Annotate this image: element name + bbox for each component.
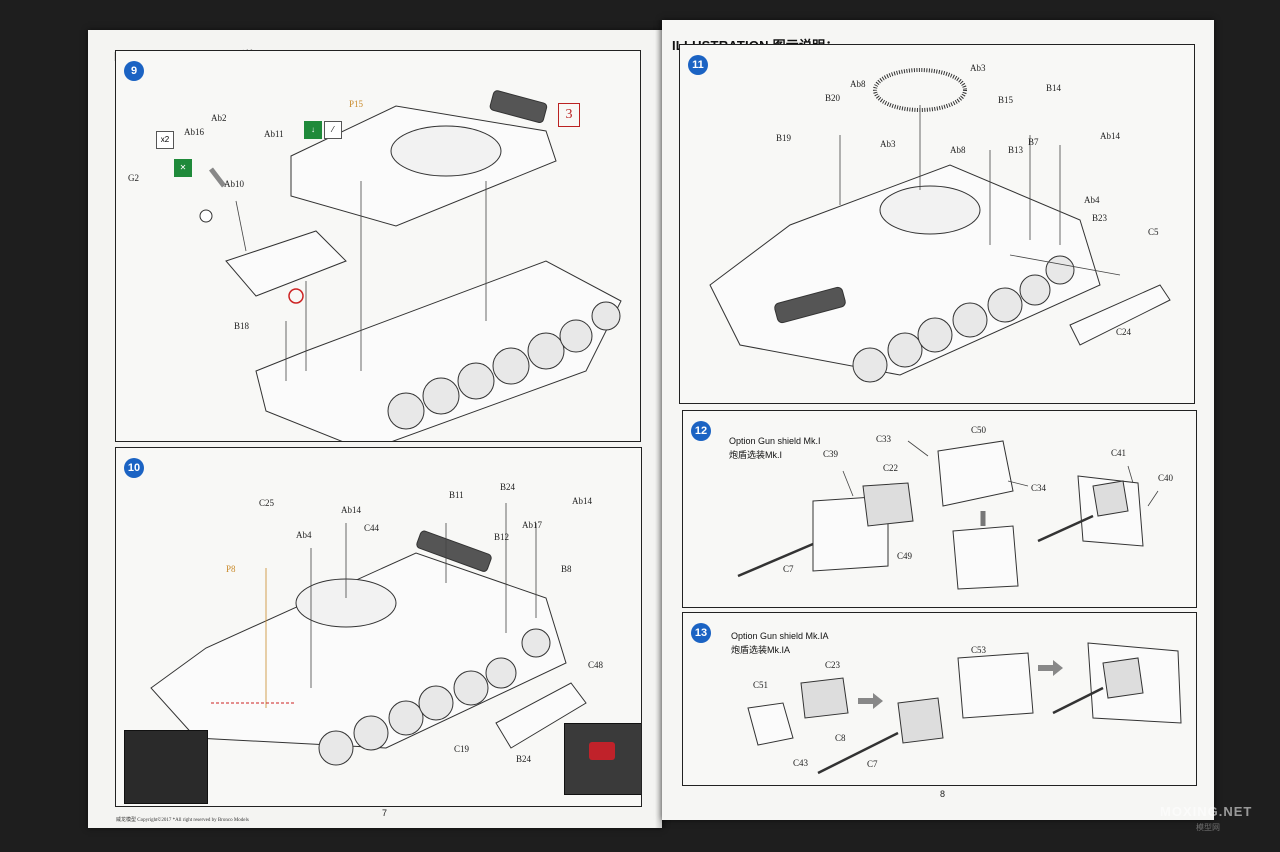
part-label: C7	[783, 564, 794, 574]
detail-photo-1	[124, 730, 208, 804]
part-label: B12	[494, 532, 510, 542]
part-label: B20	[825, 93, 841, 103]
step-13-panel: 13 Option Gun shield Mk.IA 炮盾选装Mk.IA C53…	[682, 612, 1197, 786]
option-title-cn: 炮盾选装Mk.I	[729, 450, 782, 460]
part-label: Ab3	[970, 63, 986, 73]
right-page: ILLUSTRATION 图示说明： 11	[662, 20, 1214, 820]
part-label: C25	[259, 498, 275, 508]
part-label: C39	[823, 449, 839, 459]
footer-copyright: 威龙模型 Copyright©2017 *All right reserved …	[116, 818, 249, 823]
part-label-photoetch: P8	[226, 564, 236, 574]
step-number: 11	[688, 55, 708, 75]
part-label: Ab8	[950, 145, 966, 155]
part-label: Ab17	[522, 520, 542, 530]
step-12-panel: 12 Option Gun shield Mk.I 炮盾选装Mk.I	[682, 410, 1197, 608]
part-label: C7	[867, 759, 878, 769]
part-label: Ab14	[1100, 131, 1120, 141]
part-label: C40	[1158, 473, 1174, 483]
step-13-drawing	[747, 642, 1182, 775]
part-label: Ab10	[224, 179, 244, 189]
part-label: B11	[449, 490, 464, 500]
step-number: 12	[691, 421, 711, 441]
step-number: 9	[124, 61, 144, 81]
part-label: B19	[776, 133, 792, 143]
part-label: B14	[1046, 83, 1062, 93]
step-12-drawing	[737, 440, 1159, 590]
part-label: B8	[561, 564, 572, 574]
part-label: C51	[753, 680, 769, 690]
step-badge: 3	[558, 103, 580, 127]
part-label: B7	[1028, 137, 1039, 147]
step-11-drawing	[709, 68, 1171, 383]
watermark-sub: 模型网	[1196, 823, 1220, 832]
part-label: Ab11	[264, 129, 284, 139]
part-label: C23	[825, 660, 841, 670]
part-label-photoetch: P15	[349, 99, 364, 109]
part-label: C34	[1031, 483, 1047, 493]
watermark: MOXING.NET	[1160, 804, 1253, 819]
part-label: C33	[876, 434, 892, 444]
option-title-en: Option Gun shield Mk.I	[729, 436, 821, 446]
part-label: G2	[128, 173, 139, 183]
step-number: 10	[124, 458, 144, 478]
part-label: C19	[454, 744, 470, 754]
part-label: C22	[883, 463, 899, 473]
part-label: C44	[364, 523, 380, 533]
part-label: C43	[793, 758, 809, 768]
step-10-drawing	[150, 503, 587, 766]
part-label: Ab2	[211, 113, 227, 123]
step-11-panel: 11 Ab8	[679, 44, 1195, 404]
part-label: C8	[835, 733, 846, 743]
part-label: B23	[1092, 213, 1108, 223]
part-label: C48	[588, 660, 604, 670]
part-label: B24	[500, 482, 516, 492]
step-10-panel: 10	[115, 447, 642, 807]
cement-icon: ✕	[174, 159, 192, 177]
page-number: 8	[940, 789, 946, 799]
step-number: 13	[691, 623, 711, 643]
step-9-panel: 9	[115, 50, 641, 442]
option-title-en: Option Gun shield Mk.IA	[731, 631, 829, 641]
part-label: C41	[1111, 448, 1127, 458]
part-red-detail	[589, 742, 615, 760]
part-label: B24	[516, 754, 532, 764]
part-label: Ab8	[850, 79, 866, 89]
part-label: Ab14	[341, 505, 361, 515]
part-label: C5	[1148, 227, 1159, 237]
part-label: Ab16	[184, 127, 204, 137]
quantity-x2-chip: x2	[156, 131, 174, 149]
knife-icon: ⁄	[324, 121, 342, 139]
part-label: Ab14	[572, 496, 592, 506]
part-label: Ab4	[1084, 195, 1100, 205]
left-page: ILLUSTRATION 图示说明： 9	[88, 30, 662, 828]
part-label: C53	[971, 645, 987, 655]
option-title-cn: 炮盾选装Mk.IA	[731, 645, 791, 655]
part-label: C49	[897, 551, 913, 561]
part-label: B18	[234, 321, 250, 331]
page-number: 7	[382, 808, 388, 818]
down-arrow-icon: ↓	[304, 121, 322, 139]
part-label: C50	[971, 425, 987, 435]
part-label: C24	[1116, 327, 1132, 337]
detail-photo-2	[564, 723, 641, 795]
part-label: Ab4	[296, 530, 312, 540]
part-label: B13	[1008, 145, 1024, 155]
step-9-drawing	[199, 90, 622, 441]
part-label: B15	[998, 95, 1014, 105]
part-label: Ab3	[880, 139, 896, 149]
